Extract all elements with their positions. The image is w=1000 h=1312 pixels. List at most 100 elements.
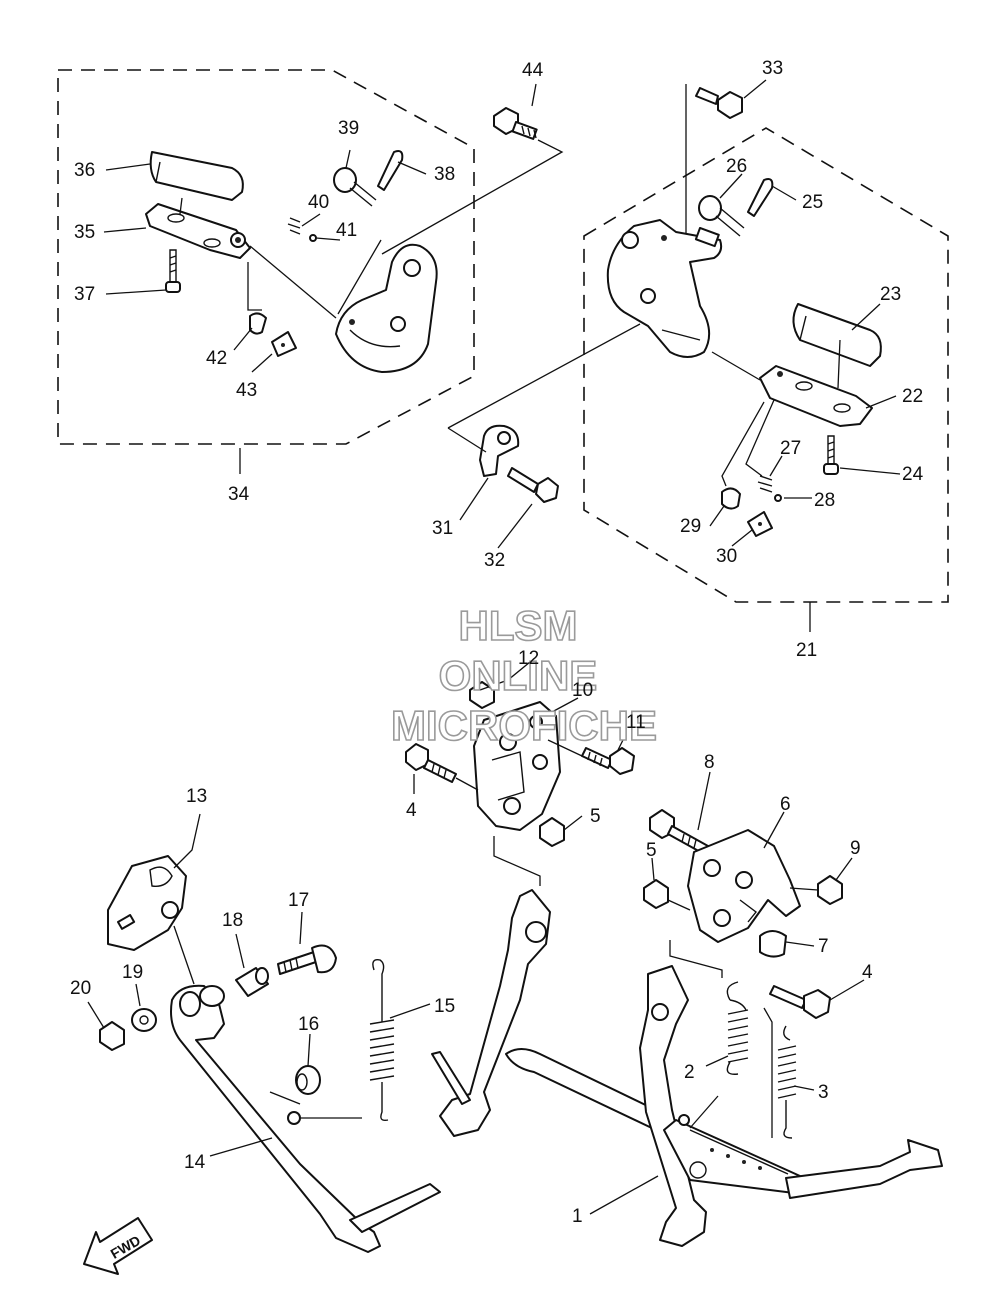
- callout-10: 10: [572, 680, 593, 701]
- part-23-footrest-rubber: [792, 303, 882, 367]
- right-footrest-assembly: [583, 84, 949, 603]
- callout-9: 9: [850, 838, 861, 859]
- callouts: 1 2 3 4 4 5 5 6 7 8 9 10 11 12 13 14 15 …: [70, 58, 924, 1227]
- callout-40: 40: [308, 192, 329, 213]
- callout-11: 11: [626, 712, 646, 733]
- part-1-main-stand: [431, 889, 943, 1247]
- part-29-damper: [721, 487, 741, 510]
- callout-32: 32: [484, 550, 505, 571]
- part-4-bolt-upper: [405, 743, 457, 783]
- fwd-arrow-icon: FWD: [83, 1217, 153, 1275]
- part-18-collar: [235, 967, 269, 997]
- callout-29: 29: [680, 516, 701, 537]
- callout-25: 25: [802, 192, 823, 213]
- part-33-bolt: [695, 87, 743, 119]
- callout-33: 33: [762, 58, 783, 79]
- leader-lines: [87, 79, 901, 1215]
- watermark-line-1: HLSM: [459, 602, 578, 649]
- callout-35: 35: [74, 222, 95, 243]
- part-7-collar: [759, 930, 787, 958]
- part-16-collar: [295, 1065, 321, 1095]
- watermark: HLSM ONLINE MICROFICHE: [390, 601, 658, 750]
- part-22-footrest: [759, 365, 873, 427]
- part-31-bracket: [479, 424, 520, 477]
- part-5-nut-right: [643, 879, 669, 909]
- part-2-spring: [726, 981, 749, 1075]
- part-43-plate: [271, 331, 297, 357]
- callout-24: 24: [902, 464, 924, 485]
- callout-6: 6: [780, 794, 791, 815]
- part-24-screw: [823, 435, 839, 475]
- part-3-spring: [777, 1025, 797, 1139]
- callout-37: 37: [74, 284, 95, 305]
- part-41-ball: [309, 234, 317, 242]
- part-4-bolt-lower: [769, 985, 831, 1019]
- callout-19: 19: [122, 962, 143, 983]
- part-11-bolt: [581, 747, 635, 775]
- callout-17: 17: [288, 890, 309, 911]
- part-27-spring: [757, 475, 773, 493]
- part-19-washer: [131, 1008, 157, 1032]
- part-39-pin: [333, 167, 377, 207]
- callout-41: 41: [336, 220, 357, 241]
- callout-2: 2: [684, 1062, 695, 1083]
- callout-15: 15: [434, 996, 455, 1017]
- part-36-footrest-rubber: [149, 151, 244, 201]
- left-footrest-assembly: [57, 69, 475, 445]
- callout-22: 22: [902, 386, 923, 407]
- callout-21: 21: [796, 640, 817, 661]
- callout-44: 44: [522, 60, 544, 81]
- part-42-damper: [249, 312, 267, 335]
- callout-13: 13: [186, 786, 207, 807]
- callout-34: 34: [228, 484, 250, 505]
- part-44-bolt: [381, 107, 564, 255]
- callout-23: 23: [880, 284, 901, 305]
- part-12-nut: [469, 681, 495, 709]
- part-26-pin: [698, 195, 722, 221]
- callout-8: 8: [704, 752, 715, 773]
- callout-43: 43: [236, 380, 257, 401]
- part-32-bolt: [507, 467, 559, 503]
- part-8-bolt: [649, 809, 709, 855]
- part-15-spring: [369, 959, 395, 1122]
- callout-4-upper: 4: [406, 800, 417, 821]
- part-13-bracket: [107, 855, 187, 951]
- callout-30: 30: [716, 546, 737, 567]
- callout-16: 16: [298, 1014, 319, 1035]
- callout-1: 1: [572, 1206, 583, 1227]
- part-40-spring: [287, 217, 301, 235]
- callout-5-center: 5: [590, 806, 601, 827]
- footrest-bracket-left: [335, 243, 438, 373]
- callout-28: 28: [814, 490, 835, 511]
- part-37-screw: [165, 249, 181, 293]
- callout-31: 31: [432, 518, 453, 539]
- part-25-cotter-pin: [747, 178, 774, 217]
- callout-3: 3: [818, 1082, 829, 1103]
- callout-20: 20: [70, 978, 91, 999]
- part-35-footrest: [145, 203, 251, 259]
- callout-14: 14: [184, 1152, 206, 1173]
- callout-12: 12: [518, 648, 539, 669]
- part-28-ball: [774, 494, 782, 502]
- assembly-21-outline: [583, 127, 949, 603]
- watermark-line-2: ONLINE: [439, 652, 598, 699]
- callout-26: 26: [726, 156, 747, 177]
- watermark-line-3: MICROFICHE: [391, 702, 657, 749]
- callout-36: 36: [74, 160, 95, 181]
- part-10-bracket: [473, 701, 561, 831]
- callout-5-right: 5: [646, 840, 657, 861]
- callout-4-lower: 4: [862, 962, 873, 983]
- part-5-nut-center: [539, 817, 565, 847]
- callout-7: 7: [818, 936, 829, 957]
- part-20-nut: [99, 1021, 125, 1051]
- callout-42: 42: [206, 348, 227, 369]
- footrest-bracket-right: [606, 219, 723, 358]
- callout-18: 18: [222, 910, 243, 931]
- callout-38: 38: [434, 164, 455, 185]
- part-38-cotter-pin: [377, 150, 404, 191]
- part-17-bolt: [277, 944, 337, 975]
- part-30-plate: [747, 511, 773, 537]
- part-9-nut: [817, 875, 843, 905]
- callout-27: 27: [780, 438, 801, 459]
